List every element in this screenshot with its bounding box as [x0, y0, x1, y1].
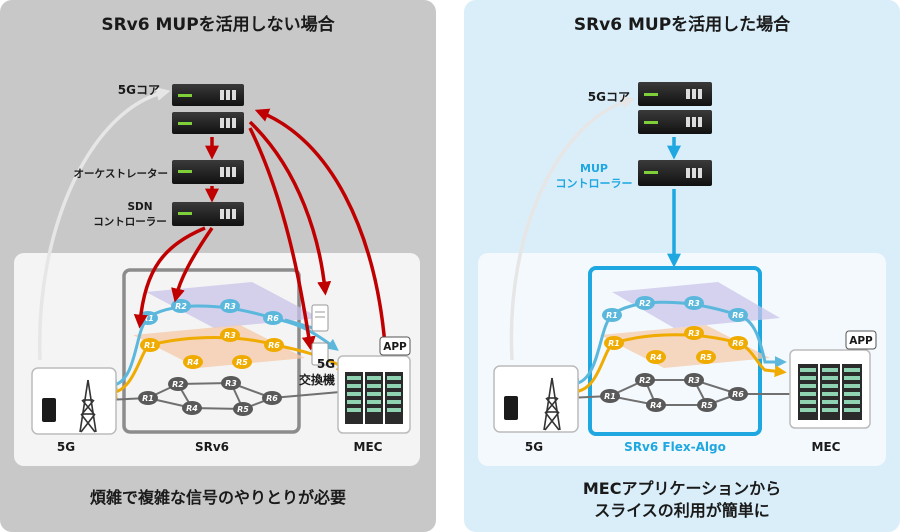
left-node-mid-r3: R3 — [224, 331, 236, 340]
right-mup-label-2: コントローラー — [556, 177, 633, 190]
left-orchestrator-server — [172, 160, 244, 184]
left-5g-switch-icon — [311, 304, 329, 366]
left-node-up-r2: R2 — [175, 302, 187, 311]
left-panel: SRv6 MUPを活用しない場合 R — [0, 0, 436, 532]
left-sdn-label-2: コントローラー — [93, 216, 167, 228]
left-srv6-label: SRv6 — [195, 440, 229, 454]
left-5g-core-server — [172, 84, 244, 134]
right-node-r5: R5 — [701, 401, 713, 410]
right-node-mid-r5: R5 — [700, 353, 712, 362]
right-srv6-box — [588, 266, 762, 436]
left-node-up-r6: R6 — [267, 314, 279, 323]
left-orchestrator-label: オーケストレーター — [74, 168, 169, 180]
right-node-r3: R3 — [688, 376, 700, 385]
left-node-mid-r6: R6 — [268, 341, 280, 350]
left-sdn-label-1: SDN — [127, 201, 152, 213]
right-phone-icon — [504, 396, 518, 420]
left-node-r2: R2 — [172, 380, 184, 389]
right-mup-label-1: MUP — [580, 162, 608, 175]
right-node-r1: R1 — [604, 392, 616, 401]
left-node-r4: R4 — [186, 404, 198, 413]
right-gray-arrow — [509, 95, 636, 361]
left-tower-icon — [79, 379, 97, 433]
left-node-r1: R1 — [142, 394, 154, 403]
right-tower-icon — [543, 377, 561, 431]
right-srv6-label: SRv6 Flex-Algo — [624, 440, 726, 454]
right-node-r4: R4 — [650, 401, 662, 410]
right-node-up-r3: R3 — [688, 299, 700, 308]
left-node-mid-r5: R5 — [236, 358, 248, 367]
right-bottom-text-1: MECアプリケーションから — [583, 479, 781, 498]
right-mup-server — [638, 160, 712, 186]
left-phys-nodes: R1 R2 R3 R4 R5 R6 — [138, 376, 282, 416]
left-orange-path — [105, 336, 350, 399]
right-node-r2: R2 — [639, 376, 651, 385]
right-node-up-r1: R1 — [606, 311, 618, 320]
right-node-up-r6: R6 — [732, 311, 744, 320]
right-mec-label: MEC — [812, 440, 841, 454]
right-title: SRv6 MUPを活用した場合 — [574, 14, 791, 35]
left-core-label: 5Gコア — [118, 83, 160, 97]
left-switch-label-2: 交換機 — [299, 372, 335, 387]
left-node-r5: R5 — [237, 405, 249, 414]
left-app-label: APP — [383, 341, 407, 353]
right-phys-nodes: R1 R2 R3 R4 R5 R6 — [600, 373, 748, 412]
left-switch-label-1: 5G — [317, 357, 335, 371]
right-mec-rack-icon — [798, 364, 862, 420]
left-sdn-server — [172, 202, 244, 226]
left-node-r3: R3 — [225, 379, 237, 388]
right-mid-nodes: R1 R3 R4 R5 R6 — [604, 326, 748, 364]
right-orange-path — [567, 333, 787, 398]
right-bottom-text-2: スライスの利用が簡単に — [594, 501, 770, 520]
right-core-label: 5Gコア — [588, 90, 630, 104]
right-node-mid-r6: R6 — [732, 339, 744, 348]
right-node-mid-r1: R1 — [608, 339, 620, 348]
left-bottom-text: 煩雑で複雑な信号のやりとりが必要 — [90, 488, 346, 507]
left-node-mid-r1: R1 — [144, 341, 156, 350]
left-node-up-r3: R3 — [224, 302, 236, 311]
right-node-r6: R6 — [732, 390, 744, 399]
right-upper-nodes: R1 R2 R3 R6 — [602, 296, 748, 322]
right-app-label: APP — [849, 335, 873, 347]
right-panel: SRv6 MUPを活用した場合 R1 R2 R3 R6 R1 — [464, 0, 900, 532]
right-node-mid-r3: R3 — [688, 329, 700, 338]
left-mec-rack-icon — [345, 372, 403, 424]
left-node-up-r1: R1 — [142, 314, 154, 323]
right-node-up-r2: R2 — [639, 299, 651, 308]
right-5g-core-server — [638, 82, 712, 134]
right-node-mid-r4: R4 — [650, 353, 662, 362]
left-node-mid-r4: R4 — [187, 358, 199, 367]
left-app-box — [379, 336, 411, 356]
left-red-arrows — [133, 108, 387, 351]
right-app-box — [845, 330, 877, 350]
left-phone-icon — [42, 398, 56, 422]
right-5g-label: 5G — [525, 440, 543, 454]
left-node-r6: R6 — [266, 394, 278, 403]
left-mec-label: MEC — [354, 440, 383, 454]
left-mid-nodes: R1 R3 R4 R5 R6 — [140, 328, 284, 369]
left-title: SRv6 MUPを活用しない場合 — [101, 14, 335, 35]
left-5g-label: 5G — [57, 440, 75, 454]
left-gray-arrow — [37, 87, 171, 361]
